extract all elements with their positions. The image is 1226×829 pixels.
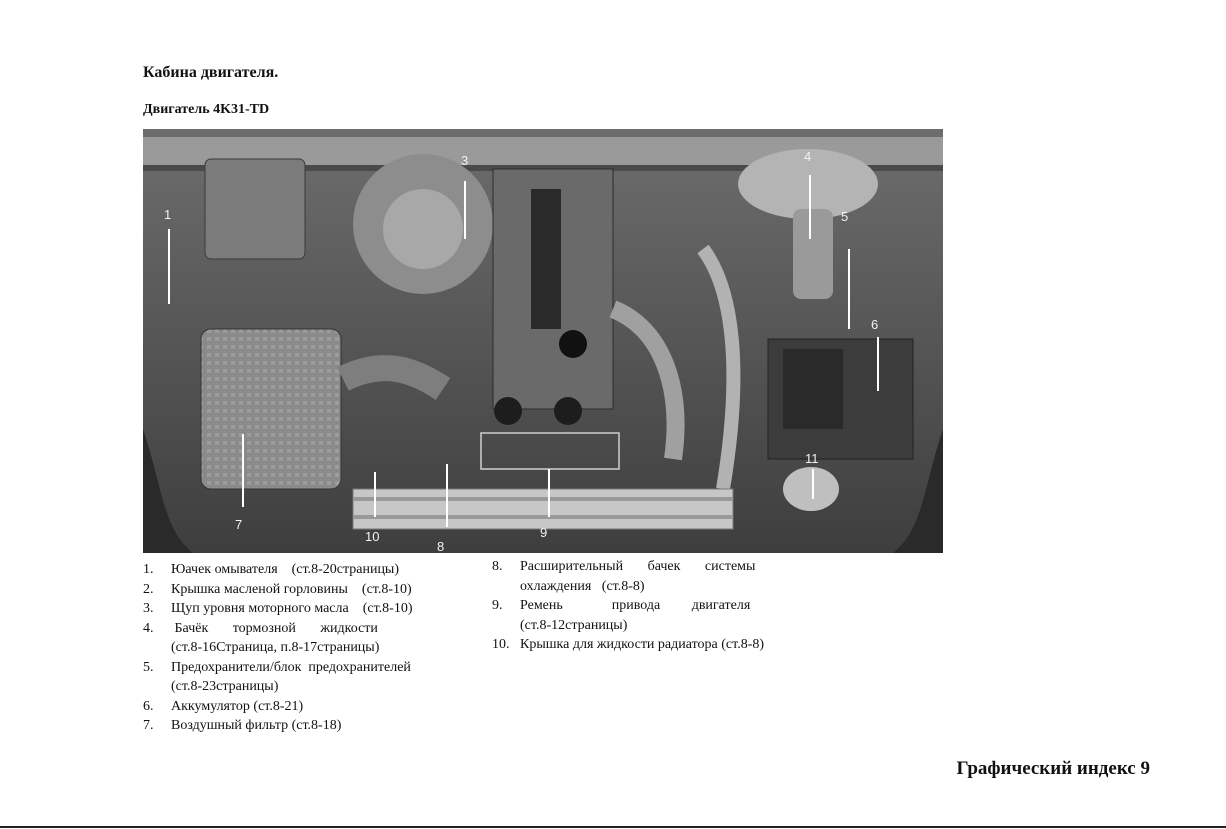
legend-item-5: 5.Предохранители/блок предохранителей(ст… — [143, 659, 411, 695]
legend-item-4: 4. Бачёк тормозной жидкости(ст.8-16Стран… — [143, 620, 380, 656]
callout-10: 10 — [365, 529, 380, 544]
callout-4: 4 — [804, 149, 812, 164]
callout-3: 3 — [461, 153, 469, 168]
page-footer: Графический индекс 9 — [956, 758, 1150, 779]
callout-5: 5 — [841, 209, 849, 224]
engine-bay-illustration — [143, 129, 943, 553]
bottom-divider — [0, 826, 1226, 828]
callout-8: 8 — [437, 539, 445, 553]
legend-item-3: 3.Щуп уровня моторного масла (ст.8-10) — [143, 601, 413, 616]
callout-7: 7 — [235, 517, 243, 532]
engine-bay-photo: 1 3 4 5 6 7 10 8 9 11 — [143, 129, 943, 553]
legend-item-7: 7.Воздушный фильтр (ст.8-18) — [143, 718, 342, 733]
callout-9: 9 — [540, 525, 548, 540]
engine-subtitle: Двигатель 4K31-TD — [143, 102, 270, 117]
callout-11: 11 — [805, 451, 819, 466]
page-title: Кабина двигателя. — [143, 64, 279, 81]
legend-left: 1.Юачек омывателя (ст.8-20страницы) 2.Кр… — [143, 560, 450, 736]
callout-1: 1 — [164, 207, 172, 222]
legend-item-10: 10.Крышка для жидкости радиатора (ст.8-8… — [492, 637, 765, 652]
legend-item-1: 1.Юачек омывателя (ст.8-20страницы) — [143, 562, 399, 577]
callout-6: 6 — [871, 317, 879, 332]
legend-item-9: 9.Ремень привода двигателя(ст.8-12страни… — [492, 598, 751, 633]
legend-item-2: 2.Крышка масленой горловины (ст.8-10) — [143, 581, 412, 597]
legend-item-6: 6.Аккумулятор (ст.8-21) — [143, 698, 304, 714]
